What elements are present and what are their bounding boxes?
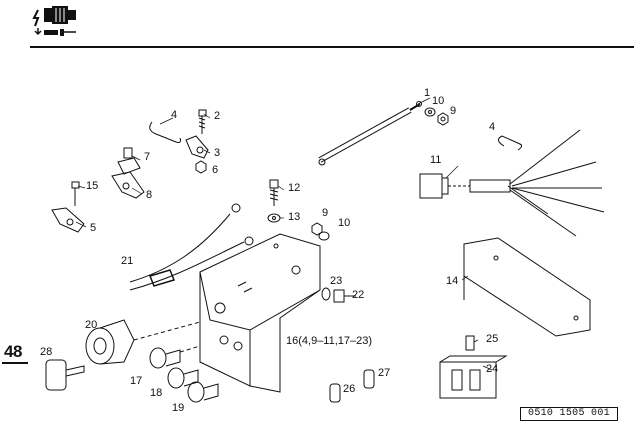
callout-12: 12 — [288, 182, 301, 194]
part-lamp-17 — [149, 347, 181, 369]
part-connector-11 — [419, 129, 605, 237]
part-washer-10b — [318, 231, 330, 241]
electrical-plug-icon — [32, 6, 76, 36]
part-main-bracket-16 — [199, 233, 321, 393]
drawing-reference-number: 0510 1505 001 — [520, 407, 618, 421]
callout-17: 17 — [130, 375, 143, 387]
callout-28: 28 — [40, 346, 53, 358]
part-lamp-19 — [187, 381, 219, 403]
header-rule — [30, 46, 634, 48]
part-clip-4b — [498, 135, 523, 151]
part-washer-13 — [267, 213, 281, 223]
callout-4: 4 — [171, 109, 178, 121]
part-bracket-8 — [111, 171, 145, 199]
callout-27: 27 — [378, 367, 391, 379]
callout-10b: 10 — [338, 217, 351, 229]
callout-13: 13 — [288, 211, 301, 223]
part-bolt-2 — [198, 109, 207, 134]
callout-2: 2 — [214, 110, 221, 122]
callout-5: 5 — [90, 222, 97, 234]
callout-1: 1 — [424, 87, 431, 99]
part-nut-6 — [195, 160, 207, 174]
group-label: 16(4,9–11,17–23) — [286, 335, 373, 347]
part-bulb-26 — [329, 383, 341, 403]
part-fuse-25 — [465, 335, 475, 351]
part-washer-23 — [321, 287, 331, 301]
callout-22: 22 — [352, 289, 365, 301]
part-bolt-22 — [333, 289, 356, 303]
part-lamp-18 — [167, 367, 199, 389]
callout-21: 21 — [121, 255, 134, 267]
part-cable-21 — [129, 203, 254, 291]
callout-24: 24 — [486, 363, 499, 375]
part-plate-14 — [463, 237, 591, 337]
part-key-28 — [45, 359, 85, 391]
callout-20: 20 — [85, 319, 98, 331]
callout-7: 7 — [144, 151, 151, 163]
part-bracket-5 — [51, 207, 85, 233]
callout-4b: 4 — [489, 121, 496, 133]
callout-18: 18 — [150, 387, 163, 399]
part-washer-10a — [424, 107, 436, 117]
callout-9b: 9 — [322, 207, 329, 219]
callout-26: 26 — [343, 383, 356, 395]
part-bulb-27 — [363, 369, 375, 389]
callout-8: 8 — [146, 189, 153, 201]
page-number-rule — [2, 362, 28, 364]
part-clip-4a — [149, 121, 181, 143]
part-cable-1 — [318, 101, 422, 166]
callout-11: 11 — [430, 154, 442, 166]
callout-15: 15 — [86, 180, 99, 192]
part-bolt-12 — [269, 179, 279, 206]
callout-10: 10 — [432, 95, 445, 107]
callout-6: 6 — [212, 164, 219, 176]
callout-25: 25 — [486, 333, 499, 345]
part-bracket-3 — [185, 135, 209, 159]
callout-3: 3 — [214, 147, 221, 159]
part-terminal-7 — [117, 147, 141, 175]
callout-19: 19 — [172, 402, 185, 414]
callout-23: 23 — [330, 275, 343, 287]
part-ignition-switch-20 — [85, 319, 201, 365]
callout-9: 9 — [450, 105, 457, 117]
callout-14: 14 — [446, 275, 459, 287]
page-number: 48 — [4, 342, 22, 361]
part-bolt-15 — [71, 181, 80, 206]
part-nut-9a — [437, 112, 449, 126]
part-relay-24 — [439, 355, 508, 399]
